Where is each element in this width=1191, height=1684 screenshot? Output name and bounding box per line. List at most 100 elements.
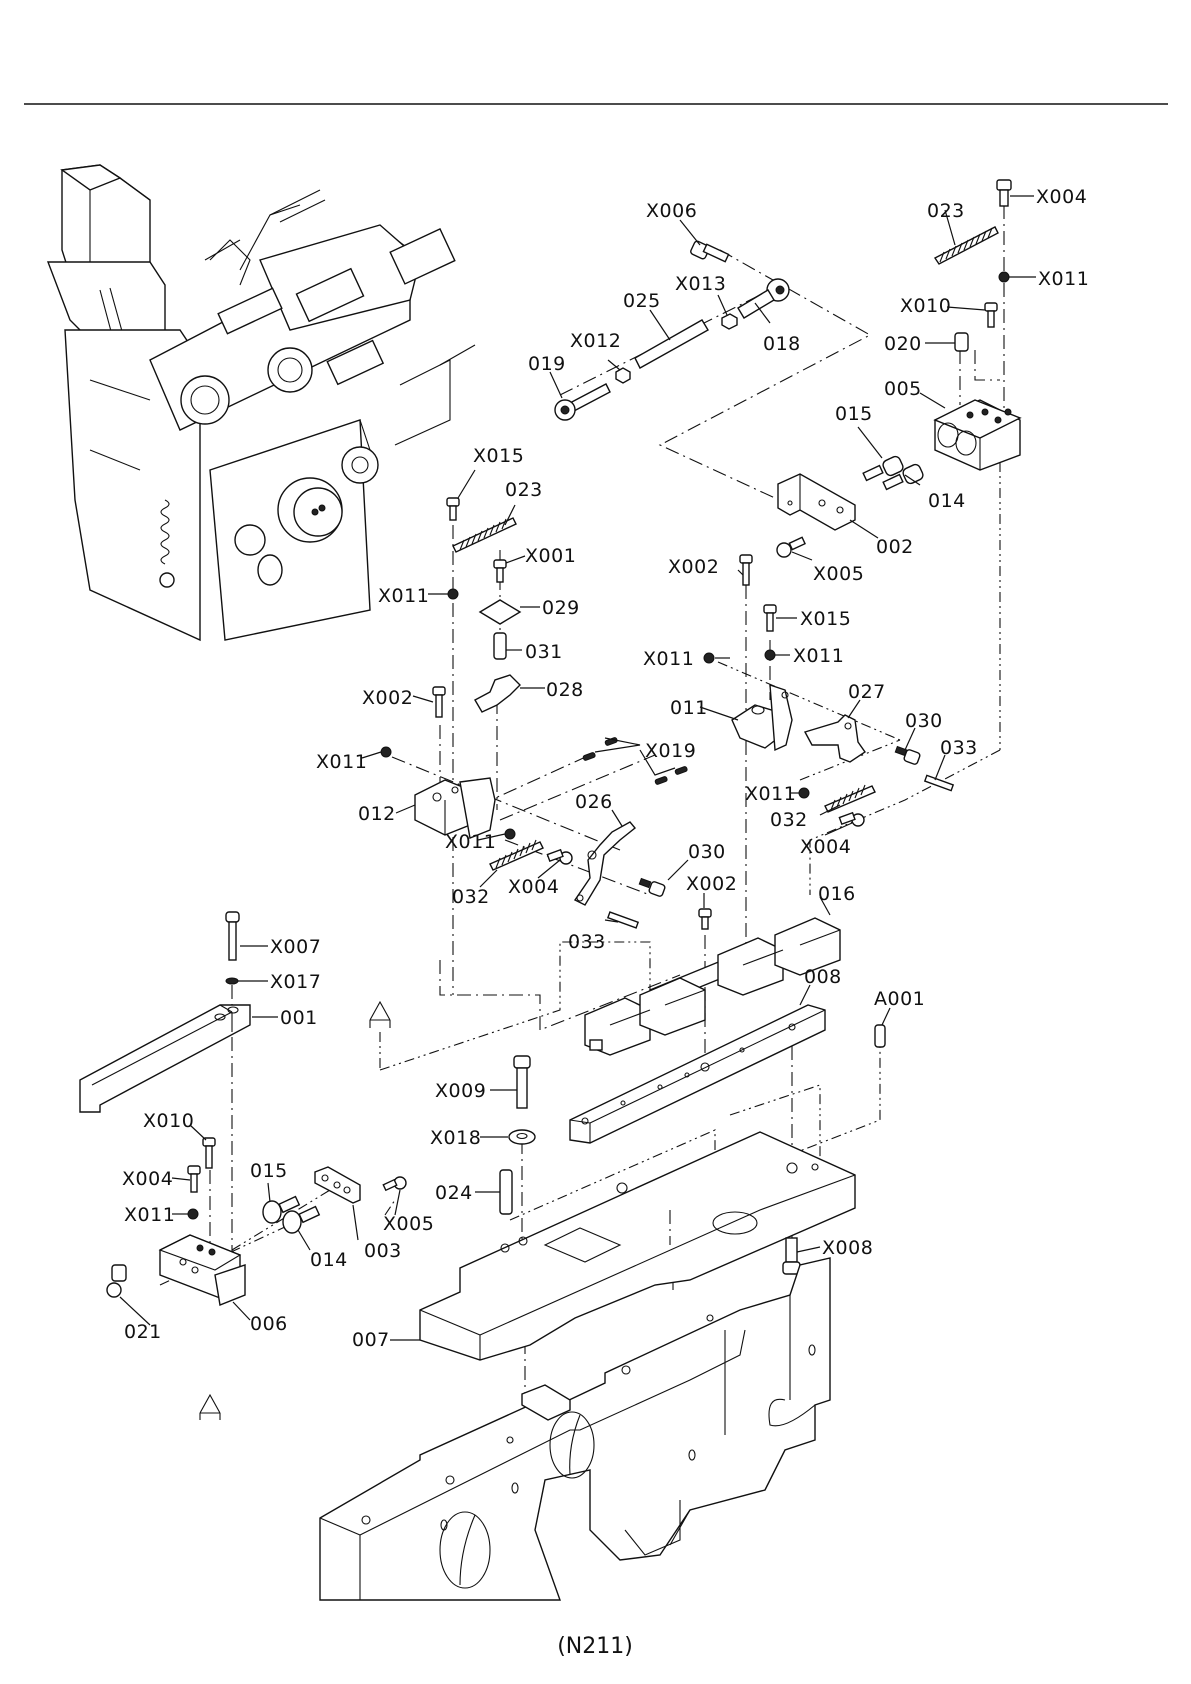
screw-x010-top bbox=[984, 302, 998, 328]
label-x005-bottom: X005 bbox=[383, 1213, 434, 1235]
screw-x010-bottom bbox=[202, 1137, 216, 1169]
label-030-right: 030 bbox=[905, 710, 943, 732]
screw-030-left bbox=[638, 877, 666, 897]
washer-x017 bbox=[225, 977, 239, 985]
label-x006: X006 bbox=[646, 200, 697, 222]
label-x013: X013 bbox=[675, 273, 726, 295]
label-019: 019 bbox=[528, 353, 566, 375]
label-026: 026 bbox=[575, 791, 613, 813]
bracket-003 bbox=[314, 1166, 361, 1204]
label-007: 007 bbox=[352, 1329, 390, 1351]
arm-001 bbox=[79, 1004, 251, 1113]
label-x018: X018 bbox=[430, 1127, 481, 1149]
block-006 bbox=[158, 1234, 246, 1306]
label-008: 008 bbox=[804, 966, 842, 988]
label-020: 020 bbox=[884, 333, 922, 355]
spring-023-top bbox=[933, 226, 999, 265]
middle-left-parts bbox=[380, 497, 688, 929]
plug-020 bbox=[954, 332, 969, 352]
pin-a001 bbox=[874, 1024, 886, 1048]
linear-guide-016 bbox=[584, 908, 841, 1056]
nut-x011-c bbox=[504, 828, 516, 840]
label-005: 005 bbox=[884, 378, 922, 400]
pin-033-left bbox=[606, 911, 640, 929]
pin-014-top bbox=[882, 463, 924, 491]
lever-026 bbox=[573, 821, 636, 906]
label-018: 018 bbox=[763, 333, 801, 355]
screw-030-right bbox=[894, 745, 921, 765]
label-016: 016 bbox=[818, 883, 856, 905]
label-015-bottom: 015 bbox=[250, 1160, 288, 1182]
label-x011-c: X011 bbox=[445, 831, 496, 853]
assembly-center-lines bbox=[159, 205, 1005, 1420]
plate-029 bbox=[478, 599, 522, 625]
label-x008: X008 bbox=[822, 1237, 873, 1259]
rod-end-019 bbox=[554, 383, 611, 421]
label-024: 024 bbox=[435, 1182, 473, 1204]
label-012: 012 bbox=[358, 803, 396, 825]
label-x010-bottom: X010 bbox=[143, 1110, 194, 1132]
clamp-028 bbox=[474, 674, 521, 713]
screw-x005-top bbox=[776, 536, 806, 558]
nut-x011-a bbox=[447, 588, 459, 600]
nut-x013 bbox=[721, 313, 738, 330]
middle-right-parts bbox=[703, 554, 955, 827]
label-021: 021 bbox=[124, 1321, 162, 1343]
pin-024 bbox=[499, 1169, 513, 1215]
screw-x004-bottom bbox=[187, 1165, 201, 1193]
label-x011-e: X011 bbox=[793, 645, 844, 667]
nut-x011-e bbox=[764, 649, 776, 661]
label-025: 025 bbox=[623, 290, 661, 312]
label-x011-b: X011 bbox=[316, 751, 367, 773]
label-x011-bottom: X011 bbox=[124, 1204, 175, 1226]
label-032-left: 032 bbox=[452, 886, 490, 908]
rod-end-018 bbox=[737, 278, 790, 319]
label-x011-top: X011 bbox=[1038, 268, 1089, 290]
rail-008 bbox=[569, 1004, 826, 1144]
fitting-021 bbox=[106, 1264, 127, 1298]
label-023-top: 023 bbox=[927, 200, 965, 222]
base-frame bbox=[319, 1257, 831, 1601]
screw-x004-top bbox=[996, 179, 1012, 207]
bracket-002 bbox=[777, 473, 856, 531]
label-015-top: 015 bbox=[835, 403, 873, 425]
label-x015-right: X015 bbox=[800, 608, 851, 630]
screw-x009 bbox=[513, 1055, 531, 1109]
screw-x001 bbox=[493, 559, 507, 583]
label-014-bottom: 014 bbox=[310, 1249, 348, 1271]
label-x004-right: X004 bbox=[800, 836, 851, 858]
label-001: 001 bbox=[280, 1007, 318, 1029]
assembled-machine-illustration bbox=[46, 164, 476, 642]
label-027: 027 bbox=[848, 681, 886, 703]
view-marker-a-lower bbox=[199, 1393, 221, 1420]
pin-015-top bbox=[862, 455, 904, 482]
label-014-top: 014 bbox=[928, 490, 966, 512]
pin-014-bottom bbox=[282, 1205, 321, 1234]
washer-x018 bbox=[508, 1129, 536, 1145]
nut-x011-f bbox=[798, 787, 810, 799]
nut-x011-top bbox=[998, 271, 1010, 283]
view-marker-a-upper: A bbox=[369, 1000, 391, 1028]
label-003: 003 bbox=[364, 1240, 402, 1262]
rod-025 bbox=[634, 319, 709, 369]
leader-lines bbox=[119, 195, 1036, 1341]
block-011 bbox=[731, 684, 793, 752]
label-023-mid: 023 bbox=[505, 479, 543, 501]
nut-x011-b bbox=[380, 746, 392, 758]
top-linkage-parts bbox=[554, 179, 1022, 558]
label-x011-a: X011 bbox=[378, 585, 429, 607]
label-011: 011 bbox=[670, 697, 708, 719]
screw-x004-right bbox=[838, 811, 865, 827]
label-x004-top: X004 bbox=[1036, 186, 1087, 208]
screw-x002-rail bbox=[698, 908, 712, 930]
nut-x011-d bbox=[703, 652, 715, 664]
label-006: 006 bbox=[250, 1313, 288, 1335]
label-031: 031 bbox=[525, 641, 563, 663]
label-x005-top: X005 bbox=[813, 563, 864, 585]
spring-032-left bbox=[489, 841, 544, 871]
label-x002-mid: X002 bbox=[668, 556, 719, 578]
label-x004-bottom: X004 bbox=[122, 1168, 173, 1190]
label-x004-mid: X004 bbox=[508, 876, 559, 898]
label-033-left: 033 bbox=[568, 931, 606, 953]
pin-031 bbox=[493, 632, 507, 660]
